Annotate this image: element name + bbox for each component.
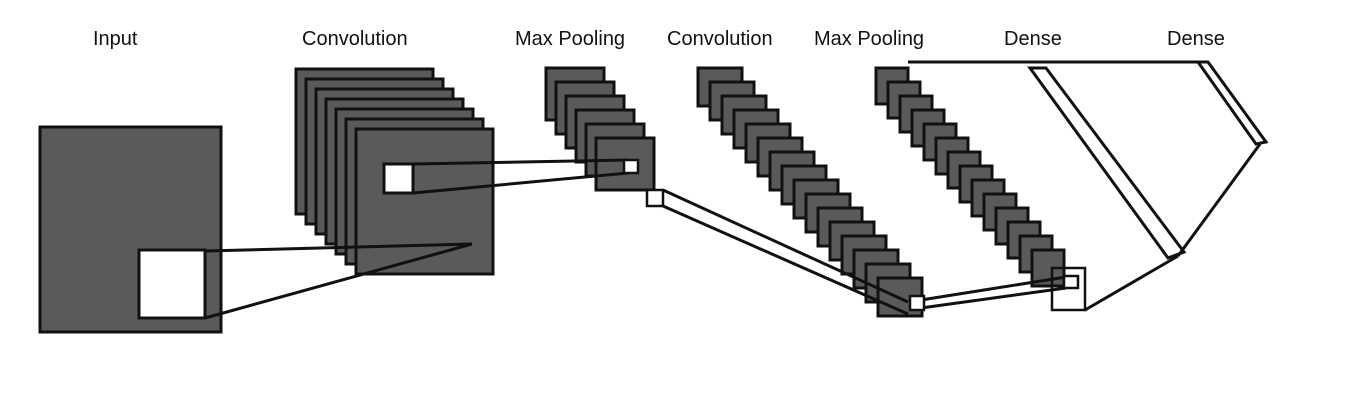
- dense1-label: Dense: [1004, 28, 1062, 50]
- conv2-label: Convolution: [667, 28, 773, 50]
- input-layer: [38, 125, 223, 334]
- pool2-window: [908, 294, 926, 312]
- connector-line: [662, 204, 909, 316]
- dense2-label: Dense: [1167, 28, 1225, 50]
- connector-line: [412, 158, 629, 166]
- feature-map: [354, 127, 495, 276]
- conv1-window: [382, 162, 415, 195]
- pool1-window: [622, 158, 640, 175]
- conv1-label: Convolution: [302, 28, 408, 50]
- pool2-label: Max Pooling: [814, 28, 925, 50]
- dense-input-window: [1062, 274, 1080, 290]
- pool1-window-2: [645, 188, 665, 208]
- connector-line: [204, 242, 473, 253]
- connector-line: [412, 171, 629, 195]
- connection-lines: [204, 60, 1262, 320]
- conv2-stack: [696, 66, 924, 318]
- dense2-layer: [1195, 60, 1269, 146]
- input-label: Input: [93, 28, 138, 50]
- connector-line: [1176, 143, 1262, 257]
- feature-windows: [382, 158, 1087, 312]
- dense1-layer: [1027, 66, 1187, 260]
- dense-layers: [1027, 60, 1269, 260]
- pool2-stack: [874, 66, 1066, 288]
- input-receptive-field: [137, 248, 207, 320]
- connector-line: [204, 242, 473, 320]
- connector-line: [1084, 254, 1179, 312]
- pool1-stack: [544, 66, 656, 192]
- connector-line: [920, 286, 1067, 310]
- connector-line: [662, 188, 909, 304]
- connector-line: [920, 275, 1067, 302]
- pool1-label: Max Pooling: [515, 28, 626, 50]
- dense-input-box: [1050, 266, 1087, 312]
